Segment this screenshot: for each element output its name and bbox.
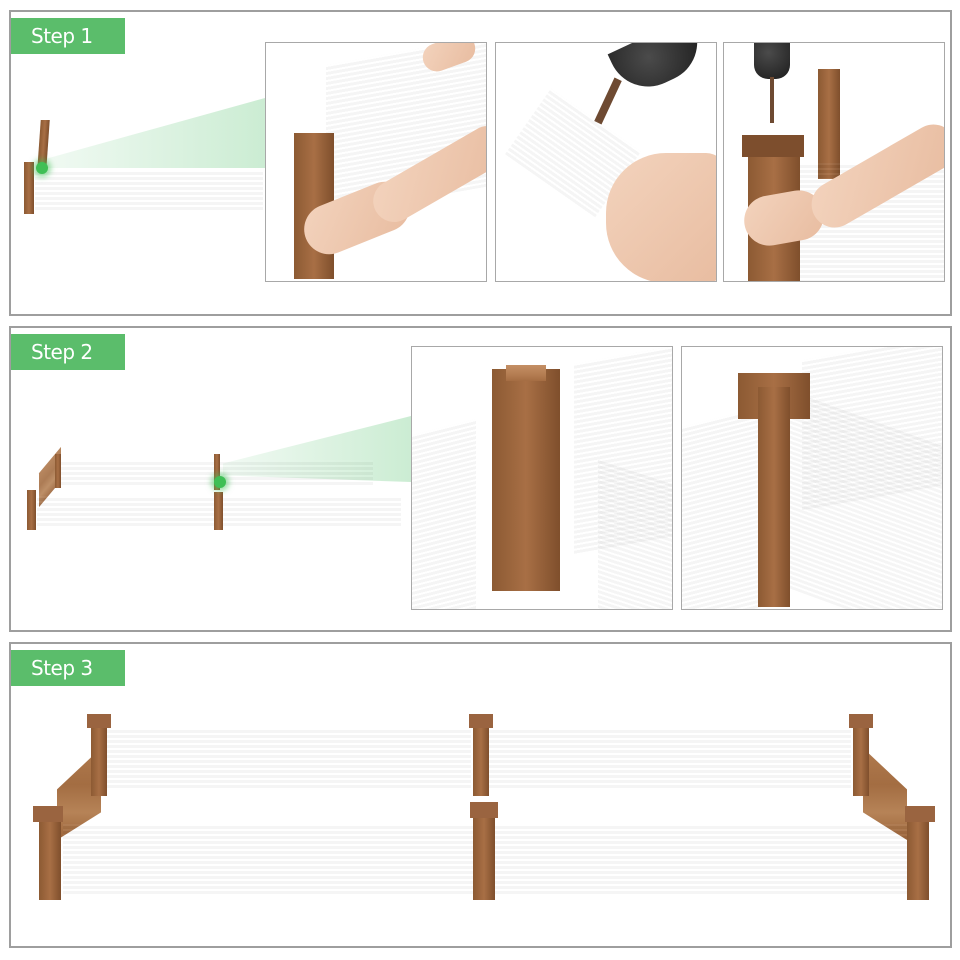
step-3-panel: Step 3 [9, 642, 952, 948]
post-cap [742, 135, 804, 157]
highlight-dot [214, 476, 226, 488]
highlight-dot [36, 162, 48, 174]
corner-post [24, 162, 34, 214]
holding-hand [606, 153, 716, 281]
front-right-board [495, 824, 907, 896]
step-3-label: Step 3 [11, 650, 125, 686]
drill-bit [594, 77, 622, 125]
right-front-board [598, 458, 672, 609]
front-right-post [907, 814, 929, 900]
back-right-board [489, 728, 851, 788]
step-2-label: Step 2 [11, 334, 125, 370]
post-cap [905, 806, 935, 822]
step-2-detail-frame-2 [681, 346, 943, 610]
center-post [758, 387, 790, 607]
middle-post-back [214, 454, 220, 490]
back-left-board [107, 728, 471, 788]
back-middle-post [473, 720, 489, 796]
drill-icon [754, 43, 790, 79]
left-board [412, 419, 476, 609]
step-1-detail-frame-3 [723, 42, 945, 282]
post-cap [470, 802, 498, 818]
drill-icon [607, 43, 711, 100]
zoom-beam [43, 98, 265, 168]
middle-post-front [214, 492, 223, 530]
back-left-post [91, 720, 107, 796]
front-left-post [27, 490, 36, 530]
back-left-post [55, 454, 61, 488]
step-1-detail-frame-2 [495, 42, 717, 282]
step-2-detail-frame-1 [411, 346, 673, 610]
post-cap [469, 714, 493, 728]
front-left-board [63, 824, 473, 896]
drill-bit [770, 77, 774, 123]
post-cap [849, 714, 873, 728]
left-board [682, 407, 762, 609]
back-right-post [853, 720, 869, 796]
side-board [35, 170, 263, 212]
cross-grooved-post [492, 369, 560, 591]
back-post [818, 69, 840, 179]
front-left-post [39, 814, 61, 900]
post-cap [87, 714, 111, 728]
step-1-label: Step 1 [11, 18, 125, 54]
step-2-panel: Step 2 [9, 326, 952, 632]
front-middle-post [473, 810, 495, 900]
step-1-panel: Step 1 [9, 10, 952, 316]
step-1-detail-frame-1 [265, 42, 487, 282]
post-cap [33, 806, 63, 822]
post-top [506, 365, 546, 381]
